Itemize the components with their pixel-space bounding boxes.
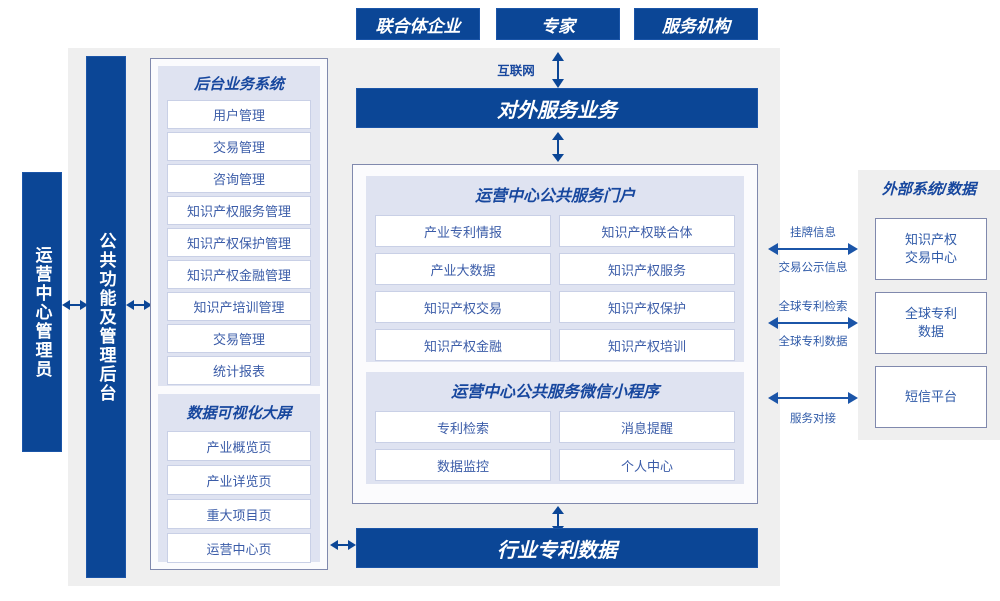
backend-system-title: 后台业务系统	[193, 76, 284, 93]
actor-label: 联合体企业	[375, 16, 461, 36]
external-systems-title: 外部系统/数据	[881, 181, 977, 198]
dataviz-item[interactable]: 重大项目页	[167, 499, 311, 529]
external-connector-arrow-0	[768, 241, 858, 257]
backend-item[interactable]: 知识产培训管理	[167, 292, 311, 321]
operator-to-backoffice-arrow	[62, 296, 88, 314]
backend-item[interactable]: 咨询管理	[167, 164, 311, 193]
left-column-backoffice-label: 公共功能及管理后台	[96, 231, 116, 403]
backend-item[interactable]: 交易管理	[167, 324, 311, 353]
external-system-card[interactable]: 全球专利 数据	[875, 292, 987, 354]
left-column-operator: 运营中心管理员	[22, 172, 62, 452]
left-column-backoffice: 公共功能及管理后台	[86, 56, 126, 578]
service-to-portal-arrow	[548, 132, 568, 162]
actor-label: 服务机构	[662, 16, 730, 36]
external-connector-label-top: 全球专利检索	[778, 301, 848, 313]
dataviz-panel: 数据可视化大屏 产业概览页 产业详览页 重大项目页 运营中心页	[158, 394, 320, 563]
external-service-bar: 对外服务业务	[356, 88, 758, 128]
external-system-line2: 数据	[917, 324, 944, 339]
external-connector-label-top: 挂牌信息	[790, 227, 836, 239]
external-connector-label-bottom: 交易公示信息	[778, 262, 848, 274]
external-connector-label-bottom: 全球专利数据	[778, 336, 848, 348]
internet-label: 互联网	[497, 64, 535, 78]
actor-label: 专家	[541, 16, 575, 36]
miniprogram-item[interactable]: 专利检索	[375, 411, 551, 443]
industry-patent-data-label: 行业专利数据	[497, 539, 617, 562]
external-system-line1: 短信平台	[904, 389, 957, 405]
portal-title: 运营中心公共服务门户	[474, 188, 635, 205]
external-connector-label-bottom: 服务对接	[790, 413, 836, 425]
left-column-operator-label: 运营中心管理员	[32, 245, 52, 379]
dataviz-item[interactable]: 产业概览页	[167, 431, 311, 461]
portal-item[interactable]: 产业大数据	[375, 253, 551, 285]
miniprogram-item[interactable]: 消息提醒	[559, 411, 735, 443]
external-service-bar-label: 对外服务业务	[497, 99, 617, 122]
actor-box-1: 专家	[496, 8, 620, 40]
miniprogram-title: 运营中心公共服务微信小程序	[450, 384, 659, 401]
backend-item[interactable]: 知识产权保护管理	[167, 228, 311, 257]
dataviz-item[interactable]: 产业详览页	[167, 465, 311, 495]
actor-box-0: 联合体企业	[356, 8, 480, 40]
portal-item[interactable]: 知识产权服务	[559, 253, 735, 285]
backend-item[interactable]: 知识产权金融管理	[167, 260, 311, 289]
industry-patent-data-bar: 行业专利数据	[356, 528, 758, 568]
backend-system-panel: 后台业务系统 用户管理 交易管理 咨询管理 知识产权服务管理 知识产权保护管理 …	[158, 66, 320, 386]
backend-item[interactable]: 知识产权服务管理	[167, 196, 311, 225]
external-system-card[interactable]: 知识产权 交易中心	[875, 218, 987, 280]
portal-item[interactable]: 知识产权交易	[375, 291, 551, 323]
portal-item[interactable]: 产业专利情报	[375, 215, 551, 247]
backend-item[interactable]: 交易管理	[167, 132, 311, 161]
miniprogram-item[interactable]: 个人中心	[559, 449, 735, 481]
portal-item[interactable]: 知识产权金融	[375, 329, 551, 361]
internet-arrow	[548, 52, 568, 88]
portal-item[interactable]: 知识产权联合体	[559, 215, 735, 247]
external-connector-arrow-1	[768, 315, 858, 331]
portal-item[interactable]: 知识产权培训	[559, 329, 735, 361]
external-system-line1: 全球专利	[904, 306, 957, 322]
dataviz-item[interactable]: 运营中心页	[167, 533, 311, 563]
external-system-line1: 知识产权	[904, 232, 957, 248]
miniprogram-panel: 运营中心公共服务微信小程序 专利检索 消息提醒 数据监控 个人中心	[366, 372, 744, 484]
backend-item[interactable]: 用户管理	[167, 100, 311, 129]
portal-item[interactable]: 知识产权保护	[559, 291, 735, 323]
external-system-card[interactable]: 短信平台	[875, 366, 987, 428]
public-service-portal-panel: 运营中心公共服务门户 产业专利情报 知识产权联合体 产业大数据 知识产权服务 知…	[366, 176, 744, 362]
actor-box-2: 服务机构	[634, 8, 758, 40]
external-connector-arrow-2	[768, 390, 858, 406]
external-system-line2: 交易中心	[904, 250, 957, 265]
miniprogram-item[interactable]: 数据监控	[375, 449, 551, 481]
dataviz-title: 数据可视化大屏	[186, 405, 292, 422]
backend-item[interactable]: 统计报表	[167, 356, 311, 385]
backoffice-to-panels-arrow	[126, 296, 152, 314]
backoffice-to-bottom-arrow	[330, 536, 356, 554]
